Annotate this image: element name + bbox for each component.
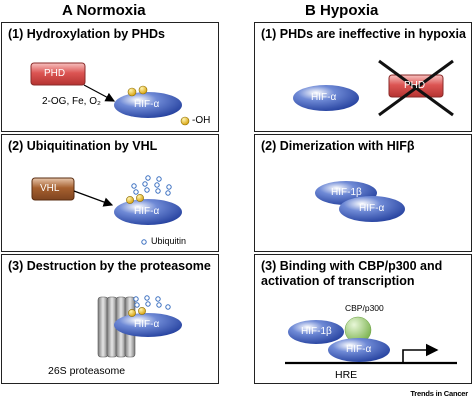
hydroxyl-group-1: [126, 196, 134, 204]
hif-alpha-label: HIF-α: [359, 203, 385, 214]
normoxia-column-title: A Normoxia: [62, 2, 146, 19]
hif-alpha-oval: [293, 85, 359, 111]
panel-b2-title: (2) Dimerization with HIFβ: [261, 139, 415, 153]
ubiquitination-arrow: [73, 190, 114, 207]
panel-a1-graphic: [30, 62, 190, 126]
hydroxyl-group-1: [127, 87, 137, 97]
ubiquitin-legend-dot: [141, 239, 147, 245]
panel-a2-ubiquitination: (2) Ubiquitination by VHL VHL HIF-α Ubiq…: [1, 134, 219, 252]
hif-alpha-oval: [114, 92, 182, 118]
phd-enzyme-box: [388, 74, 444, 98]
phd-label: PHD: [404, 80, 426, 91]
panel-a2-title: (2) Ubiquitination by VHL: [8, 139, 158, 153]
hif-1beta-label: HIF-1β: [331, 187, 362, 198]
panel-a3-title: (3) Destruction by the proteasome: [8, 259, 211, 273]
cross-icon-stroke-2: [378, 59, 454, 117]
ubiquitin-chains: [133, 295, 171, 310]
hif-alpha-oval: [328, 338, 390, 362]
ubiquitin-legend-label: Ubiquitin: [151, 236, 187, 246]
panel-a3-graphic: [97, 295, 182, 358]
hydroxyl-group-2: [136, 194, 144, 202]
hif-alpha-oval: [114, 313, 182, 337]
cofactors-label: 2-OG, Fe, O₂: [42, 96, 101, 107]
hydroxyl-group-1: [128, 309, 136, 317]
ubiquitin-chains: [131, 175, 172, 196]
panel-b1-phd-ineffective: (1) PHDs are ineffective in hypoxia HIF-…: [254, 22, 472, 132]
hydroxyl-group-2: [138, 307, 146, 315]
panel-b2-graphic: [315, 181, 405, 222]
hydroxyl-legend-label: -OH: [192, 115, 211, 126]
hif-alpha-oval: [114, 199, 182, 225]
panel-b1-title: (1) PHDs are ineffective in hypoxia: [261, 27, 466, 41]
hif-alpha-label: HIF-α: [134, 319, 160, 330]
hypoxia-column-title: B Hypoxia: [305, 2, 379, 19]
hre-label: HRE: [335, 369, 358, 381]
vhl-label: VHL: [40, 183, 60, 194]
phd-enzyme-box: [30, 62, 86, 86]
panel-b3-graphic: [285, 316, 457, 365]
hif-alpha-label: HIF-α: [134, 99, 160, 110]
panel-b1-graphic: [293, 59, 454, 117]
hif-1beta-label: HIF-1β: [301, 326, 332, 337]
hydroxylation-arrow: [83, 84, 116, 102]
panel-b2-dimerization: (2) Dimerization with HIFβ HIF-1β HIF-α: [254, 134, 472, 252]
cbp-p300-label: CBP/p300: [345, 303, 384, 313]
panel-a1-title: (1) Hydroxylation by PHDs: [8, 27, 165, 41]
hydroxyl-legend-dot: [180, 116, 190, 126]
hif-alpha-label: HIF-α: [134, 206, 160, 217]
vhl-enzyme-box: [31, 177, 75, 201]
transcription-start-arrow: [402, 343, 439, 363]
panel-a3-proteasome: (3) Destruction by the proteasome HIF-α …: [1, 254, 219, 384]
hif-alpha-oval: [339, 196, 405, 222]
panel-a1-hydroxylation: (1) Hydroxylation by PHDs PHD 2-OG, Fe, …: [1, 22, 219, 132]
journal-attribution: Trends in Cancer: [410, 389, 468, 398]
panel-b3-title: (3) Binding with CBP/p300 and activation…: [261, 259, 443, 288]
hif-1beta-oval: [288, 320, 344, 344]
hif-alpha-label: HIF-α: [346, 344, 372, 355]
hif-alpha-label: HIF-α: [311, 92, 337, 103]
proteasome-label: 26S proteasome: [48, 365, 126, 377]
panel-b3-transcription: (3) Binding with CBP/p300 and activation…: [254, 254, 472, 384]
hydroxyl-group-2: [138, 85, 148, 95]
panel-a2-graphic: [31, 175, 182, 245]
phd-label: PHD: [44, 68, 66, 79]
